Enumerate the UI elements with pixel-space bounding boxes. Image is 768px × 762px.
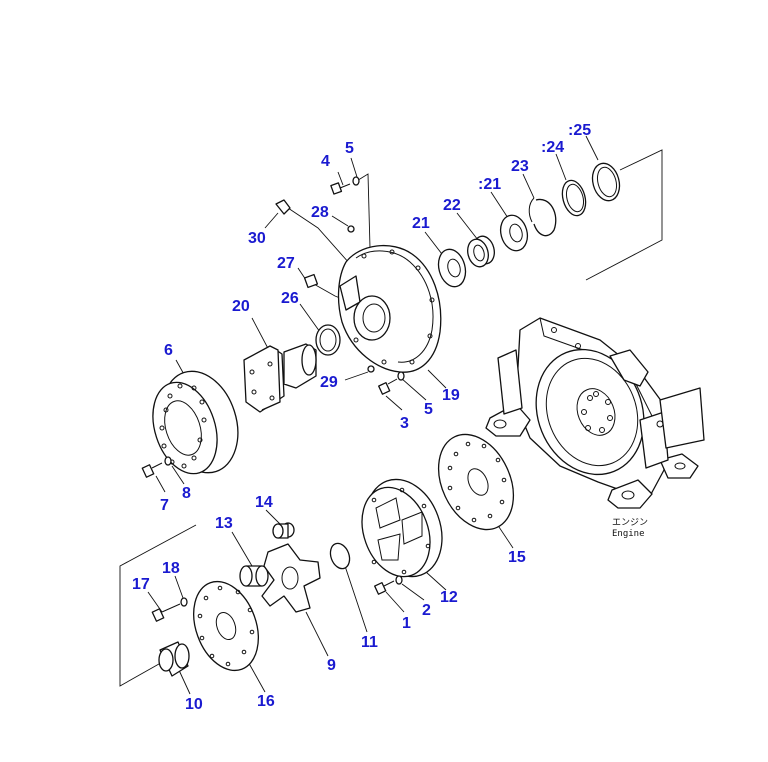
callout-30: 30 bbox=[248, 230, 266, 247]
callout-12: 12 bbox=[440, 589, 458, 606]
callout-24: :24 bbox=[541, 139, 564, 156]
part-19-housing bbox=[337, 244, 442, 373]
callout-2: 2 bbox=[422, 602, 431, 619]
part-26-seal bbox=[315, 324, 341, 356]
callout-13: 13 bbox=[215, 515, 233, 532]
callout-8: 8 bbox=[182, 485, 191, 502]
part-17-bolt bbox=[151, 603, 181, 622]
part-16-plate bbox=[193, 580, 259, 672]
part-4-bolt bbox=[330, 182, 351, 195]
part-7-bolt bbox=[141, 462, 163, 478]
callout-5-bottom: 5 bbox=[424, 401, 433, 418]
engine-housing bbox=[485, 317, 705, 509]
part-12-coupling bbox=[361, 478, 443, 578]
part-8-washer bbox=[164, 456, 172, 466]
part-5-washer-top bbox=[352, 176, 360, 186]
callout-4: 4 bbox=[321, 153, 330, 170]
part-3-bolt bbox=[378, 378, 398, 395]
callout-20: 20 bbox=[232, 298, 250, 315]
part-5-washer-bottom bbox=[397, 371, 405, 381]
leader-lines bbox=[119, 135, 663, 695]
part-20-hub bbox=[243, 343, 317, 413]
part-9-spider bbox=[261, 543, 321, 613]
part-28-plug bbox=[347, 225, 355, 233]
callout-14: 14 bbox=[255, 494, 273, 511]
part-27-plug bbox=[303, 273, 319, 289]
callout-29: 29 bbox=[320, 374, 338, 391]
callout-numbers: 1 2 3 4 5 5 6 7 8 9 10 11 12 13 14 15 16… bbox=[132, 122, 591, 713]
callout-16: 16 bbox=[257, 693, 275, 710]
callout-17: 17 bbox=[132, 576, 150, 593]
callout-26: 26 bbox=[281, 290, 299, 307]
part-14-bushing bbox=[272, 522, 295, 539]
callout-27: 27 bbox=[277, 255, 295, 272]
callout-18: 18 bbox=[162, 560, 180, 577]
callout-11: 11 bbox=[361, 634, 378, 651]
part-18-washer bbox=[180, 597, 188, 607]
callout-23: 23 bbox=[511, 158, 529, 175]
callout-9: 9 bbox=[327, 657, 336, 674]
part-24-snap-ring bbox=[561, 179, 587, 217]
callout-3: 3 bbox=[400, 415, 409, 432]
part-21-bearing-right bbox=[499, 214, 529, 252]
callout-1: 1 bbox=[402, 615, 411, 632]
part-6-flywheel-disc bbox=[152, 370, 239, 475]
callout-10: 10 bbox=[185, 696, 203, 713]
callout-15: 15 bbox=[508, 549, 526, 566]
engine-label-jp: エンジン bbox=[612, 518, 648, 528]
callout-6: 6 bbox=[164, 342, 173, 359]
callout-25: :25 bbox=[568, 122, 591, 139]
part-25-ring bbox=[591, 162, 621, 202]
part-21-bearing-left bbox=[437, 248, 467, 288]
callout-22: 22 bbox=[443, 197, 461, 214]
callout-21-left: 21 bbox=[412, 215, 430, 232]
callout-28: 28 bbox=[311, 204, 329, 221]
part-30-plug bbox=[275, 199, 291, 215]
part-13-bushing bbox=[239, 565, 269, 587]
part-1-bolt bbox=[374, 580, 395, 595]
part-2-washer bbox=[395, 575, 403, 585]
part-10-ring bbox=[158, 641, 190, 677]
part-23-snap-ring bbox=[528, 197, 557, 237]
part-15-plate bbox=[437, 433, 515, 531]
part-22-sleeve bbox=[467, 235, 495, 268]
part-11-o-ring bbox=[329, 542, 351, 570]
engine-label: エンジン Engine bbox=[612, 518, 648, 539]
callout-5-top: 5 bbox=[345, 140, 354, 157]
callout-21-right: :21 bbox=[478, 176, 501, 193]
callout-7: 7 bbox=[160, 497, 169, 514]
callout-19: 19 bbox=[442, 387, 460, 404]
part-29-plug bbox=[367, 365, 375, 373]
engine-label-en: Engine bbox=[612, 529, 645, 539]
